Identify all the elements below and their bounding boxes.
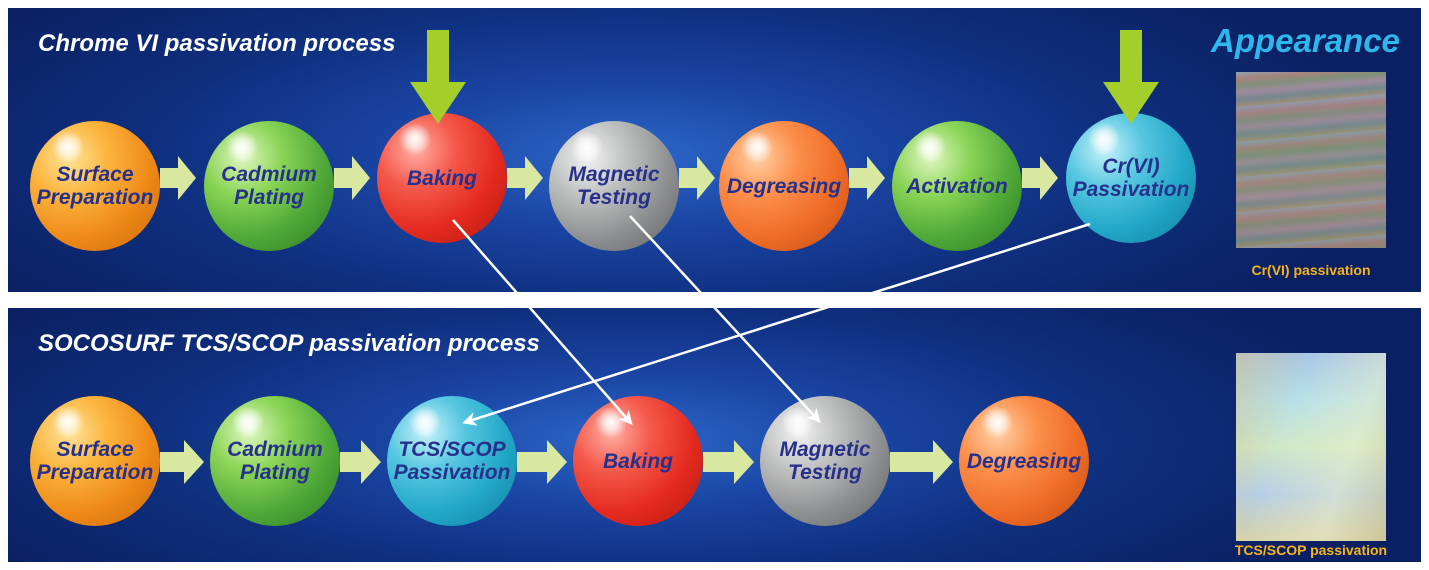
step-label: Degreasing <box>966 449 1082 473</box>
step-label: Baking <box>602 449 673 473</box>
step-label: Surface Preparation <box>36 438 154 484</box>
tcs-scop-process-title: SOCOSURF TCS/SCOP passivation process <box>38 330 540 357</box>
step-label: Cr(VI) Passivation <box>1072 155 1190 201</box>
step-label: Activation <box>906 174 1008 198</box>
step-cadmium-plating: Cadmium Plating <box>204 121 334 251</box>
step-baking: Baking <box>573 396 703 526</box>
step-label: Surface Preparation <box>36 163 154 209</box>
step-degreasing: Degreasing <box>719 121 849 251</box>
step-tcs-scop-passivation: TCS/SCOP Passivation <box>387 396 517 526</box>
step-degreasing: Degreasing <box>959 396 1089 526</box>
step-label: Magnetic Testing <box>779 438 871 484</box>
tcs-scop-sample-image <box>1236 353 1386 541</box>
step-label: Degreasing <box>726 174 842 198</box>
cr-vi-sample-caption: Cr(VI) passivation <box>1251 262 1371 278</box>
step-activation: Activation <box>892 121 1022 251</box>
step-label: Cadmium Plating <box>221 163 317 209</box>
cr-vi-sample-image <box>1236 72 1386 248</box>
step-magnetic-testing: Magnetic Testing <box>760 396 890 526</box>
step-label: Baking <box>406 166 477 190</box>
step-label: Magnetic Testing <box>568 163 660 209</box>
tcs-scop-sample-caption: TCS/SCOP passivation <box>1234 542 1388 558</box>
step-label: Cadmium Plating <box>227 438 323 484</box>
step-baking: Baking <box>377 113 507 243</box>
step-surface-preparation: Surface Preparation <box>30 121 160 251</box>
chrome-vi-process-panel: Chrome VI passivation process Appearance… <box>8 8 1421 292</box>
step-surface-preparation: Surface Preparation <box>30 396 160 526</box>
appearance-heading: Appearance <box>1211 22 1400 59</box>
chrome-vi-process-title: Chrome VI passivation process <box>38 30 396 57</box>
step-cadmium-plating: Cadmium Plating <box>210 396 340 526</box>
tcs-scop-process-panel: SOCOSURF TCS/SCOP passivation process TC… <box>8 308 1421 562</box>
step-label: TCS/SCOP Passivation <box>393 438 511 484</box>
step-cr-vi-passivation: Cr(VI) Passivation <box>1066 113 1196 243</box>
step-magnetic-testing: Magnetic Testing <box>549 121 679 251</box>
